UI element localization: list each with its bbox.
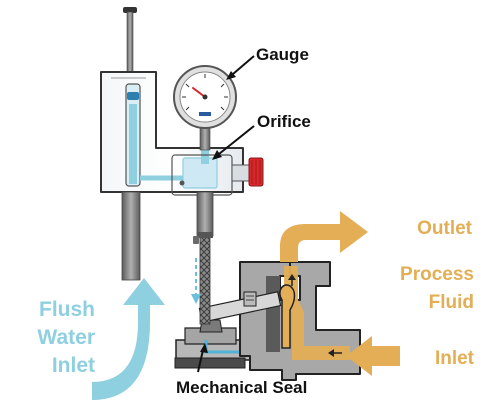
process-fluid-label-line2: Fluid (428, 292, 474, 313)
orifice-pointer-arrow (212, 125, 255, 160)
orifice-label: Orifice (257, 112, 311, 131)
flush-water-inlet-label-line2: Water (37, 326, 95, 349)
flush-hose (191, 232, 213, 325)
right-mount-rod (196, 191, 214, 237)
outlet-arrow (280, 211, 368, 262)
gauge-label: Gauge (256, 45, 309, 64)
left-mount-rod (121, 191, 141, 281)
flush-water-inlet-label-line1: Flush (39, 298, 95, 321)
flush-unit (100, 7, 264, 281)
orifice-chamber (182, 157, 218, 189)
inlet-label: Inlet (434, 348, 474, 369)
outlet-label: Outlet (417, 218, 472, 239)
flush-water-inlet-label-line3: Inlet (51, 354, 95, 377)
inlet-arrow (346, 336, 400, 376)
process-fluid-label-line1: Process (400, 264, 474, 285)
seal-pointer-arrow (197, 343, 208, 373)
gauge-pointer-arrow (226, 55, 255, 80)
mechanical-seal-label: Mechanical Seal (176, 378, 308, 397)
flush-water-arrow (92, 278, 165, 400)
handle-knob (123, 7, 137, 13)
pressure-gauge-icon (173, 65, 237, 151)
plunger-rod (126, 11, 134, 75)
orifice-valve-icon (231, 157, 264, 187)
